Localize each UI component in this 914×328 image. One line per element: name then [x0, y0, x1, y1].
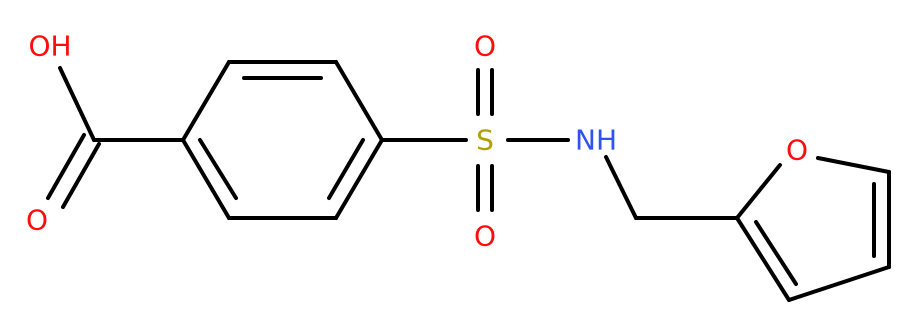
ring-bond-6	[181, 138, 231, 220]
furan-bond-c2-o	[735, 163, 782, 220]
ring-bond-1	[181, 60, 231, 142]
sulfonamide-bonds	[380, 68, 739, 220]
ring-inner-bond-3	[198, 138, 238, 200]
furan-oxygen-label: O	[786, 134, 808, 167]
furan-inner-bond-c2-c3	[754, 220, 798, 286]
furan-bond-c4-c3	[787, 265, 891, 302]
carbonyl-oxygen-label: O	[26, 204, 48, 237]
sulfonyl-oxygen-top-label: O	[474, 30, 496, 63]
sulfonyl-oxygen-bottom-label: O	[474, 220, 496, 253]
furan-ring-bonds	[735, 156, 891, 302]
bond-c-o-double-b	[61, 142, 101, 209]
sulfur-label: S	[476, 124, 494, 157]
ring-inner-bond-2	[327, 138, 365, 200]
furan-bond-c3-c2	[735, 216, 791, 302]
carboxyl-bonds	[46, 66, 185, 209]
ring-bond-4	[334, 138, 384, 220]
hydroxyl-label: OH	[28, 30, 71, 63]
bond-n-ch2	[604, 155, 638, 220]
ring-bond-3	[334, 60, 384, 142]
furan-bond-o-c5	[816, 156, 891, 174]
amine-label: NH	[575, 124, 617, 157]
benzene-ring-bonds	[181, 60, 384, 220]
bond-c-oh	[58, 66, 96, 142]
bond-c-o-double-a	[46, 133, 86, 200]
